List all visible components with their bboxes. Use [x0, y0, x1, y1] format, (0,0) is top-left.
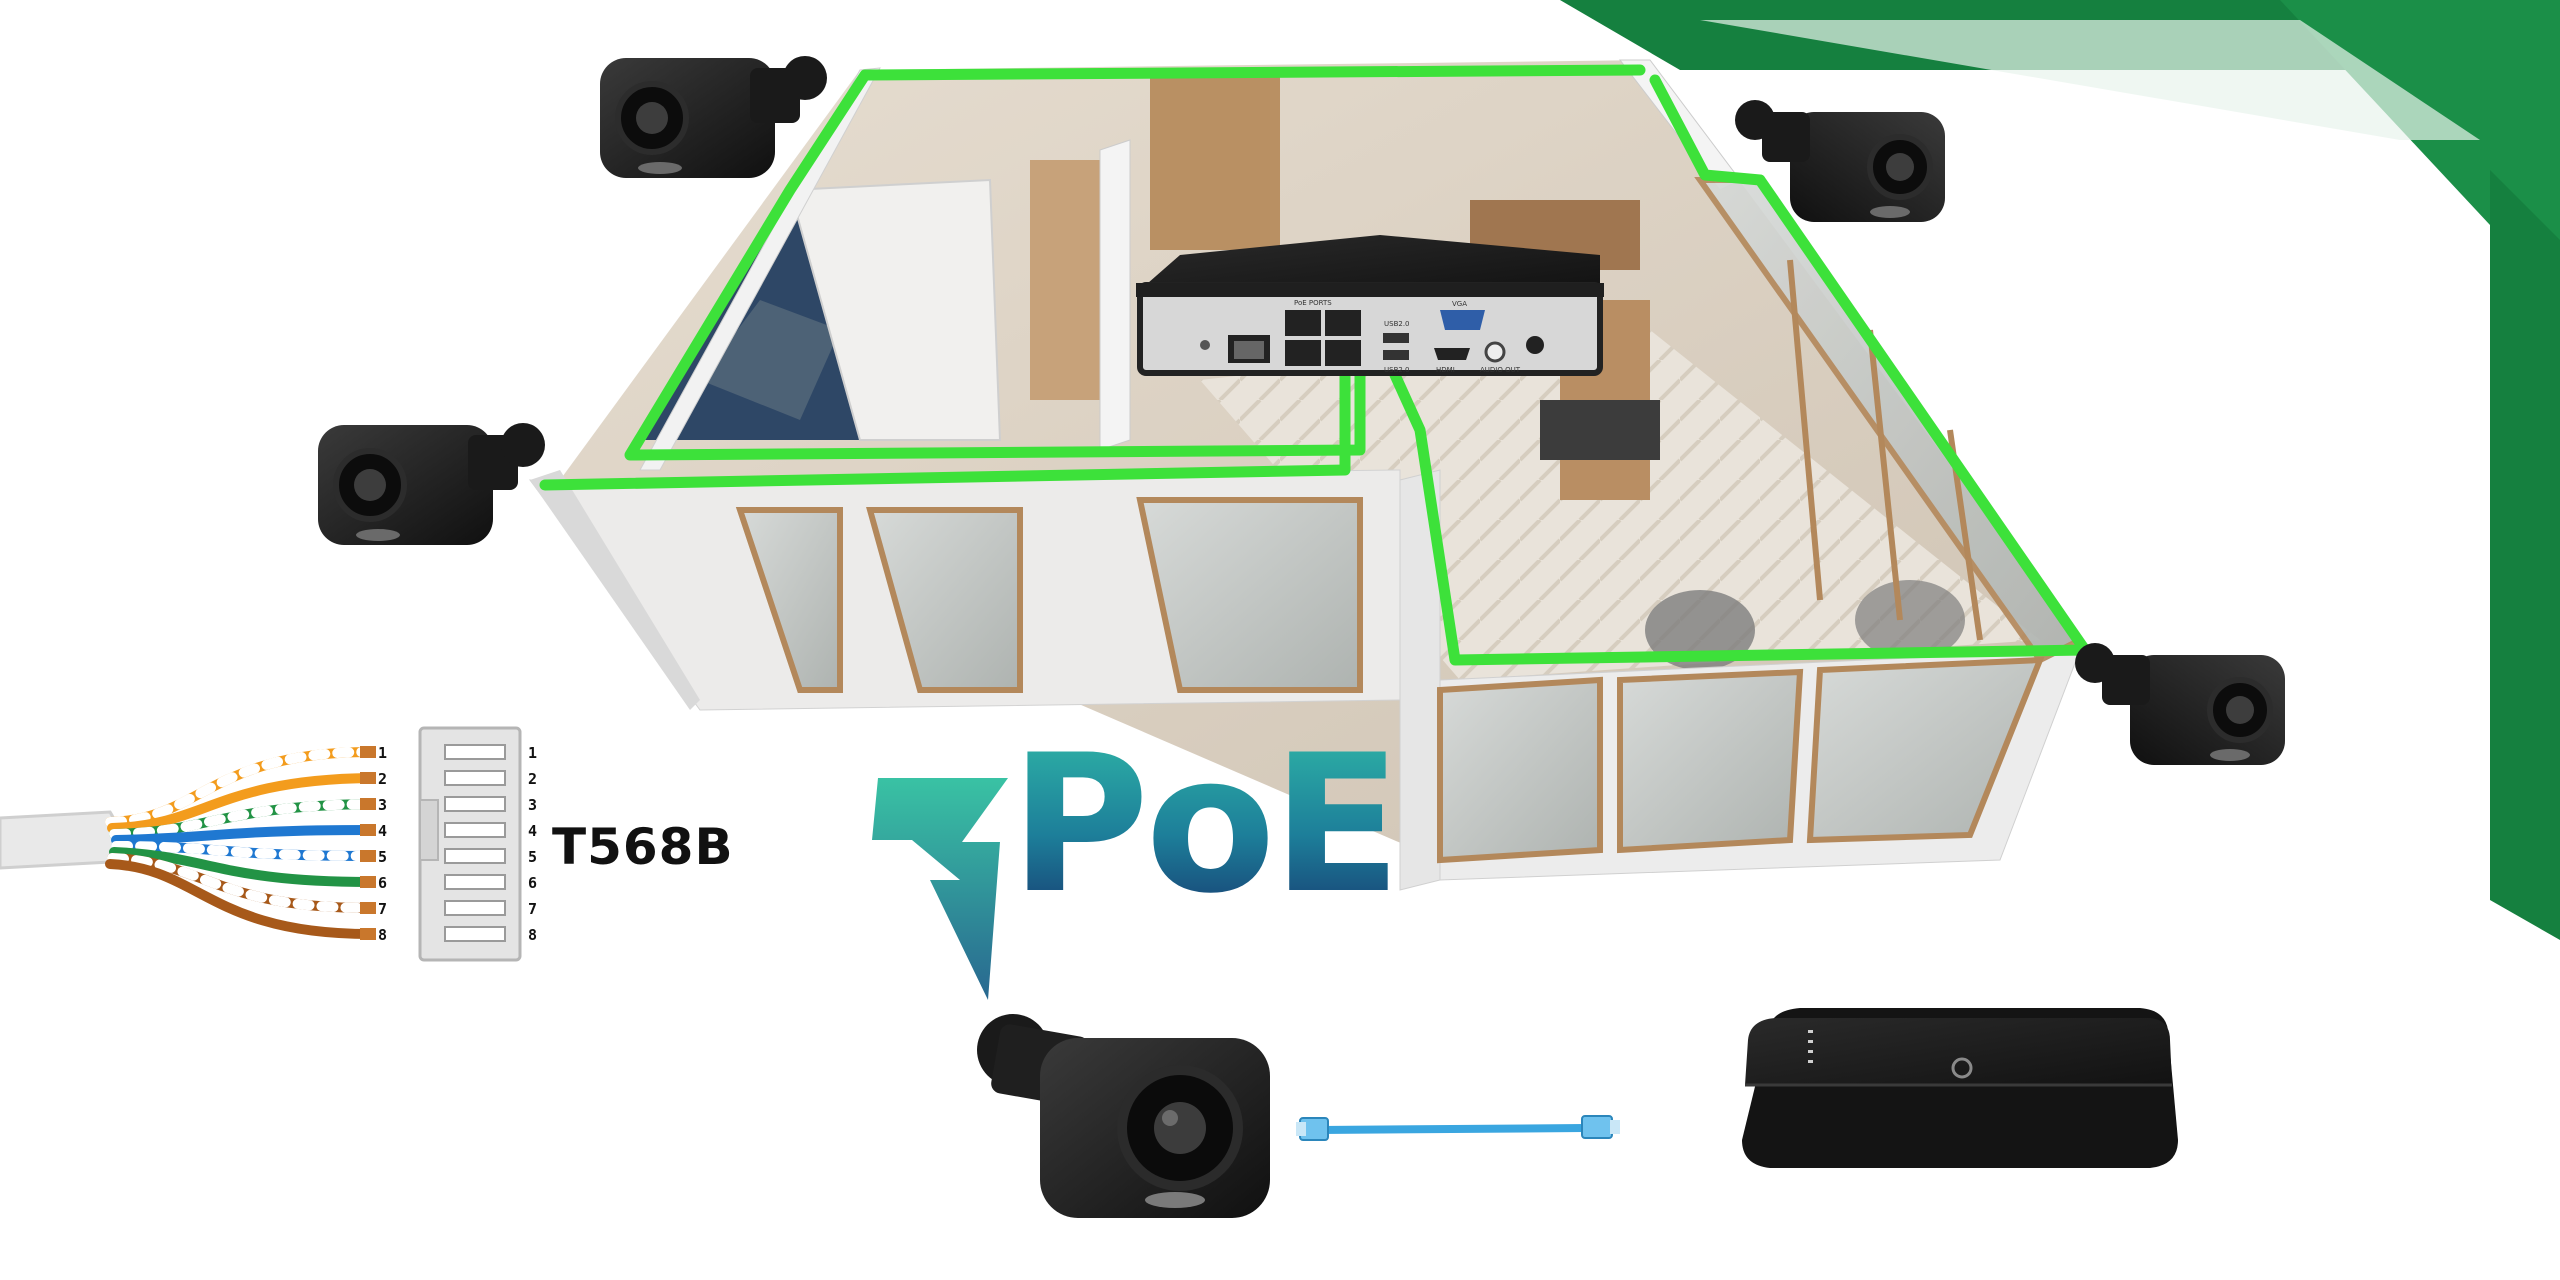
connector-pin-7: 7: [528, 900, 537, 918]
poe-ports: [1285, 310, 1361, 366]
camera-top-right: [1735, 100, 1945, 222]
wire-2-orange: [107, 773, 375, 833]
cable-pin-2: 2: [378, 770, 387, 788]
usb-label-2: USB2.0: [1384, 366, 1410, 374]
connector-pin-1: 1: [528, 744, 537, 762]
poe-title: PoE: [1010, 714, 1402, 935]
poe-camera: [977, 1014, 1270, 1218]
corner-decoration: [1560, 0, 2560, 940]
wire-8-brown: [105, 859, 375, 939]
cable-pin-1: 1: [378, 744, 387, 762]
connector-pin-8: 8: [528, 926, 537, 944]
usb-label-1: USB2.0: [1384, 320, 1410, 328]
nvr-recorder: [1742, 1008, 2178, 1168]
cable-pin-3: 3: [378, 796, 387, 814]
cable-route-left: [539, 364, 1351, 491]
cable-pin-4: 4: [378, 822, 387, 840]
ethernet-cable-jacket: [0, 810, 119, 870]
cable-route-top-left: [624, 64, 1646, 461]
cable-pin-6: 6: [378, 874, 387, 892]
dark-table: [1540, 400, 1660, 460]
standard-label: T568B: [552, 818, 734, 876]
connector-pin-numbers: 1 2 3 4 5 6 7 8: [528, 744, 537, 944]
audio-port: [1484, 341, 1506, 363]
armchair: [1645, 590, 1755, 670]
nvr-rear-face: [1137, 282, 1603, 376]
lightning-bolt-icon: [872, 778, 1008, 1000]
nvr-top-cover: [1745, 1018, 2172, 1085]
rj45-jack: [418, 726, 522, 962]
patch-cable: [1296, 1115, 1620, 1141]
dc-power-port: [1526, 336, 1544, 354]
house-floorplan: [529, 59, 2085, 891]
t568b-wiring: 1 2 3 4 5 6 7 8 1 2 3 4 5 6: [0, 726, 537, 962]
wire-6-green: [109, 847, 375, 887]
connector-pin-3: 3: [528, 796, 537, 814]
cable-pin-7: 7: [378, 900, 387, 918]
cable-route-top-right: [1649, 74, 1766, 186]
usb-port-1: [1383, 333, 1409, 343]
rj45-plug-right: [1581, 1115, 1613, 1139]
usb-port-2: [1383, 350, 1409, 360]
cable-route-right: [1389, 174, 2091, 666]
poe-ports-label: PoE PORTS: [1294, 299, 1332, 307]
hdmi-port: [1434, 348, 1470, 360]
hdmi-label: HDMI: [1436, 366, 1455, 374]
connector-pin-6: 6: [528, 874, 537, 892]
camera-right: [2075, 643, 2285, 765]
cable-pin-5: 5: [378, 848, 387, 866]
cable-pin-numbers: 1 2 3 4 5 6 7 8: [378, 744, 387, 944]
camera-left: [318, 423, 545, 545]
nvr-top-lid: [1140, 235, 1600, 290]
vga-port: [1440, 310, 1485, 330]
wardrobe: [788, 178, 1002, 441]
connector-pin-2: 2: [528, 770, 537, 788]
wood-cabinet: [1150, 70, 1280, 250]
wire-4-blue: [111, 825, 375, 845]
connector-pin-4: 4: [528, 822, 537, 840]
cable-pin-8: 8: [378, 926, 387, 944]
vga-label: VGA: [1452, 300, 1467, 308]
nvr-back-panel: PoE PORTS USB2.0 USB2.0 VGA HDMI AUDIO O…: [1136, 235, 1604, 376]
connector-pin-5: 5: [528, 848, 537, 866]
network-cable-routes: [539, 64, 2091, 666]
camera-top-left: [600, 56, 827, 178]
audio-label: AUDIO OUT: [1480, 366, 1521, 374]
brand-logo-icon: [1951, 1057, 1973, 1079]
